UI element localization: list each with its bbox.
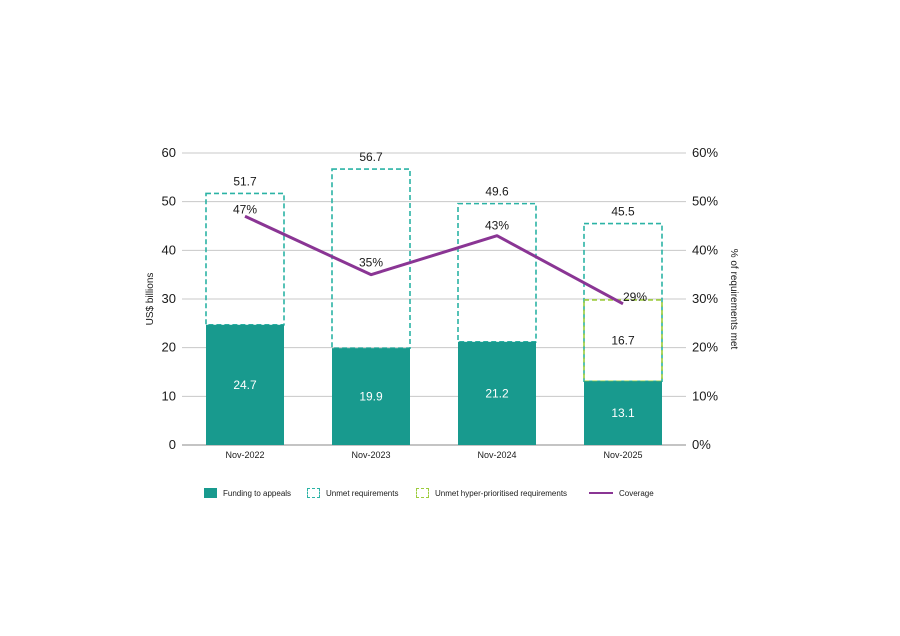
coverage-value-label: 47% — [233, 202, 257, 216]
x-tick-label: Nov-2025 — [603, 450, 642, 460]
legend-item-coverage[interactable]: Coverage — [589, 486, 654, 500]
total-value-label: 45.5 — [611, 205, 635, 219]
y-tick-label: 20 — [162, 340, 176, 355]
total-value-label: 51.7 — [233, 174, 257, 188]
legend-label-unmet: Unmet requirements — [326, 488, 399, 498]
coverage-value-label: 43% — [485, 219, 509, 233]
y-tick-label: 10 — [162, 388, 176, 403]
left-axis-ticks: 0 10 20 30 40 50 60 — [162, 145, 176, 452]
y2-tick-label: 30% — [692, 291, 718, 306]
category-labels: Nov-2022 Nov-2023 Nov-2024 Nov-2025 — [225, 450, 642, 460]
hyper-value-label: 16.7 — [611, 334, 635, 348]
y2-tick-label: 60% — [692, 145, 718, 160]
legend-swatch-unmet — [307, 488, 320, 498]
y-axis-title: US$ billions — [145, 273, 156, 326]
funding-value-label: 13.1 — [611, 406, 635, 420]
coverage-value-label: 29% — [623, 290, 647, 304]
legend-swatch-coverage — [589, 492, 613, 494]
legend-item-hyper[interactable]: Unmet hyper-prioritised requirements — [416, 486, 567, 500]
legend-swatch-hyper — [416, 488, 429, 498]
y2-tick-label: 10% — [692, 388, 718, 403]
coverage-value-label: 35% — [359, 256, 383, 270]
y2-tick-label: 20% — [692, 340, 718, 355]
y-tick-label: 60 — [162, 145, 176, 160]
y-tick-label: 50 — [162, 194, 176, 209]
legend-label-coverage: Coverage — [619, 488, 654, 498]
y2-axis-title: % of requirements met — [728, 249, 739, 350]
legend-item-unmet[interactable]: Unmet requirements — [307, 486, 398, 500]
funding-value-label: 19.9 — [359, 390, 383, 404]
funding-bar — [332, 348, 410, 445]
y2-tick-label: 0% — [692, 437, 711, 452]
funding-bar — [584, 381, 662, 445]
legend-swatch-funding — [204, 488, 217, 498]
legend-label-funding: Funding to appeals — [223, 488, 292, 498]
legend: Funding to appeals Unmet requirements Un… — [0, 486, 900, 504]
total-value-label: 49.6 — [485, 185, 509, 199]
coverage-line — [244, 214, 624, 306]
y-tick-label: 0 — [169, 437, 176, 452]
y-tick-label: 30 — [162, 291, 176, 306]
right-axis-ticks: 0% 10% 20% 30% 40% 50% 60% — [692, 145, 718, 452]
y2-tick-label: 40% — [692, 242, 718, 257]
unmet-bar — [457, 202, 537, 343]
legend-item-funding[interactable]: Funding to appeals — [204, 486, 291, 500]
funding-bar — [206, 324, 284, 445]
y2-tick-label: 50% — [692, 194, 718, 209]
funding-value-label: 21.2 — [485, 386, 509, 400]
x-tick-label: Nov-2023 — [351, 450, 390, 460]
y-tick-label: 40 — [162, 242, 176, 257]
x-tick-label: Nov-2024 — [477, 450, 516, 460]
coverage-line-group: 47% 35% 43% 29% — [233, 202, 647, 306]
legend-label-hyper: Unmet hyper-prioritised requirements — [435, 488, 568, 498]
bars: 24.7 51.7 19.9 56.7 21.2 49.6 16.7 13.1 45.5 — [205, 150, 663, 445]
funding-value-label: 24.7 — [233, 378, 257, 392]
x-tick-label: Nov-2022 — [225, 450, 264, 460]
total-value-label: 56.7 — [359, 150, 383, 164]
funding-bar — [458, 341, 536, 445]
